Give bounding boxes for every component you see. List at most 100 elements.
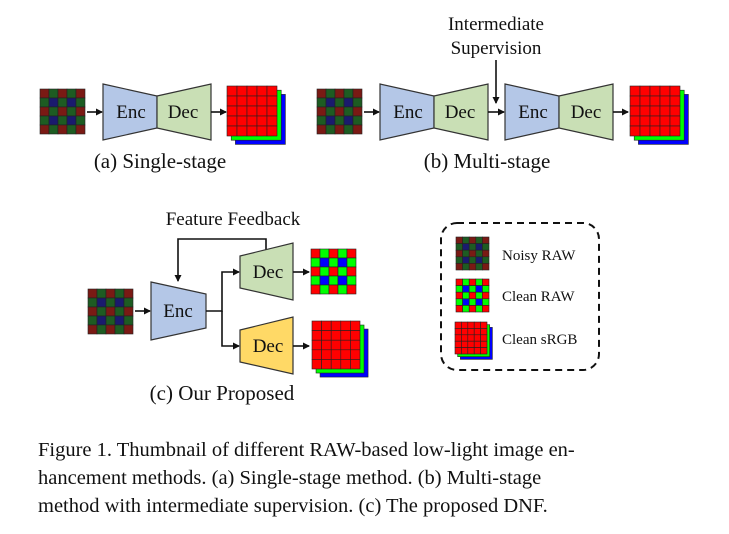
- srgb-red-cell: [311, 330, 322, 341]
- bayer-cell: [468, 291, 477, 300]
- bayer-cell: [482, 291, 490, 300]
- bayer-cell: [48, 115, 59, 126]
- bayer-cell: [319, 284, 330, 295]
- srgb-red-cell: [629, 105, 641, 117]
- srgb-red-cell: [467, 321, 475, 329]
- bayer-cell: [343, 124, 354, 135]
- srgb-red-cell: [330, 349, 342, 360]
- bayer-cell: [87, 288, 98, 299]
- legend: Noisy RAW Clean RAW Clean sRGB: [440, 222, 600, 371]
- panel-a-label: (a) Single-stage: [94, 149, 226, 173]
- bayer-cell: [482, 305, 490, 313]
- srgb-red-cell: [461, 328, 469, 336]
- bayer-cell: [96, 297, 107, 308]
- bayer-cell: [337, 284, 348, 295]
- bayer-cell: [475, 305, 483, 313]
- bayer-cell: [475, 256, 483, 264]
- raw-decoder-label: Dec: [253, 262, 284, 283]
- srgb-red-cell: [311, 359, 322, 370]
- bayer-cell: [328, 266, 339, 277]
- bayer-cell: [105, 306, 116, 317]
- bayer-cell: [57, 97, 68, 108]
- bayer-cell: [114, 315, 125, 326]
- srgb-red-cell: [473, 328, 481, 336]
- bayer-cell: [123, 306, 134, 317]
- bayer-cell: [468, 236, 477, 244]
- bayer-cell: [75, 106, 86, 117]
- srgb-decoder-label: Dec: [253, 336, 284, 357]
- bayer-cell: [319, 275, 330, 286]
- srgb-red-cell: [330, 359, 342, 370]
- srgb-red-cell: [256, 125, 268, 137]
- bayer-cell: [352, 97, 363, 108]
- srgb-red-cell: [340, 349, 351, 360]
- clean-srgb-output-b: [629, 85, 689, 145]
- srgb-red-cell: [461, 321, 469, 329]
- srgb-red-cell: [330, 339, 342, 351]
- srgb-red-cell: [236, 115, 248, 127]
- bayer-cell: [123, 315, 134, 326]
- srgb-red-cell: [480, 321, 488, 329]
- bayer-cell: [482, 263, 490, 271]
- srgb-red-cell: [350, 330, 361, 341]
- bayer-cell: [319, 248, 330, 259]
- bayer-cell: [334, 97, 345, 108]
- bayer-cell: [343, 97, 354, 108]
- clean-srgb-output-a: [226, 85, 286, 145]
- bayer-cell: [75, 97, 86, 108]
- bayer-cell: [455, 285, 463, 293]
- srgb-red-cell: [226, 115, 238, 127]
- srgb-red-cell: [321, 349, 332, 360]
- figure-caption: Figure 1. Thumbnail of different RAW-bas…: [38, 436, 694, 520]
- bayer-cell: [114, 306, 125, 317]
- bayer-cell: [66, 88, 77, 99]
- srgb-red-cell: [236, 85, 248, 97]
- bayer-cell: [352, 124, 363, 135]
- srgb-red-cell: [454, 340, 462, 348]
- bayer-cell: [316, 97, 327, 108]
- caption-line-3: method with intermediate supervision. (c…: [38, 495, 548, 517]
- supervision-label: Supervision: [451, 38, 542, 59]
- bayer-cell: [39, 106, 50, 117]
- bayer-cell: [66, 115, 77, 126]
- bayer-cell: [462, 256, 470, 264]
- bayer-cell: [482, 236, 490, 244]
- bayer-cell: [316, 124, 327, 135]
- srgb-red-cell: [246, 85, 258, 97]
- bayer-cell: [462, 285, 470, 293]
- bayer-cell: [337, 248, 348, 259]
- srgb-red-cell: [649, 125, 661, 137]
- srgb-red-cell: [266, 85, 278, 97]
- srgb-red-cell: [226, 85, 238, 97]
- legend-clean-srgb-swatch: [454, 321, 493, 360]
- bayer-cell: [66, 124, 77, 135]
- bayer-cell: [482, 298, 490, 306]
- srgb-red-cell: [473, 340, 481, 348]
- bayer-cell: [468, 305, 477, 313]
- bayer-cell: [482, 256, 490, 264]
- bayer-cell: [87, 324, 98, 335]
- decoder-block-a: [156, 83, 212, 141]
- srgb-red-cell: [454, 347, 462, 355]
- caption-line-1: Figure 1. Thumbnail of different RAW-bas…: [38, 439, 575, 461]
- bayer-cell: [334, 124, 345, 135]
- srgb-red-cell: [649, 115, 661, 127]
- method-diagram: Enc Dec (a) Single-stage Intermediate Su…: [39, 14, 689, 405]
- bayer-cell: [87, 306, 98, 317]
- srgb-red-cell: [340, 330, 351, 341]
- srgb-red-cell: [226, 125, 238, 137]
- bayer-cell: [468, 263, 477, 271]
- srgb-red-cell: [246, 125, 258, 137]
- bayer-cell: [310, 257, 321, 268]
- bayer-cell: [346, 266, 357, 277]
- clean-raw-output-c: [310, 248, 357, 295]
- srgb-red-cell: [629, 85, 641, 97]
- srgb-red-cell: [467, 347, 475, 355]
- srgb-red-cell: [330, 320, 342, 331]
- bayer-cell: [123, 324, 134, 335]
- srgb-red-cell: [659, 115, 671, 127]
- noisy-raw-input-b: [316, 88, 363, 135]
- srgb-red-cell: [350, 339, 361, 351]
- bayer-cell: [482, 278, 490, 286]
- branch-to-srgb-decoder: [221, 311, 240, 350]
